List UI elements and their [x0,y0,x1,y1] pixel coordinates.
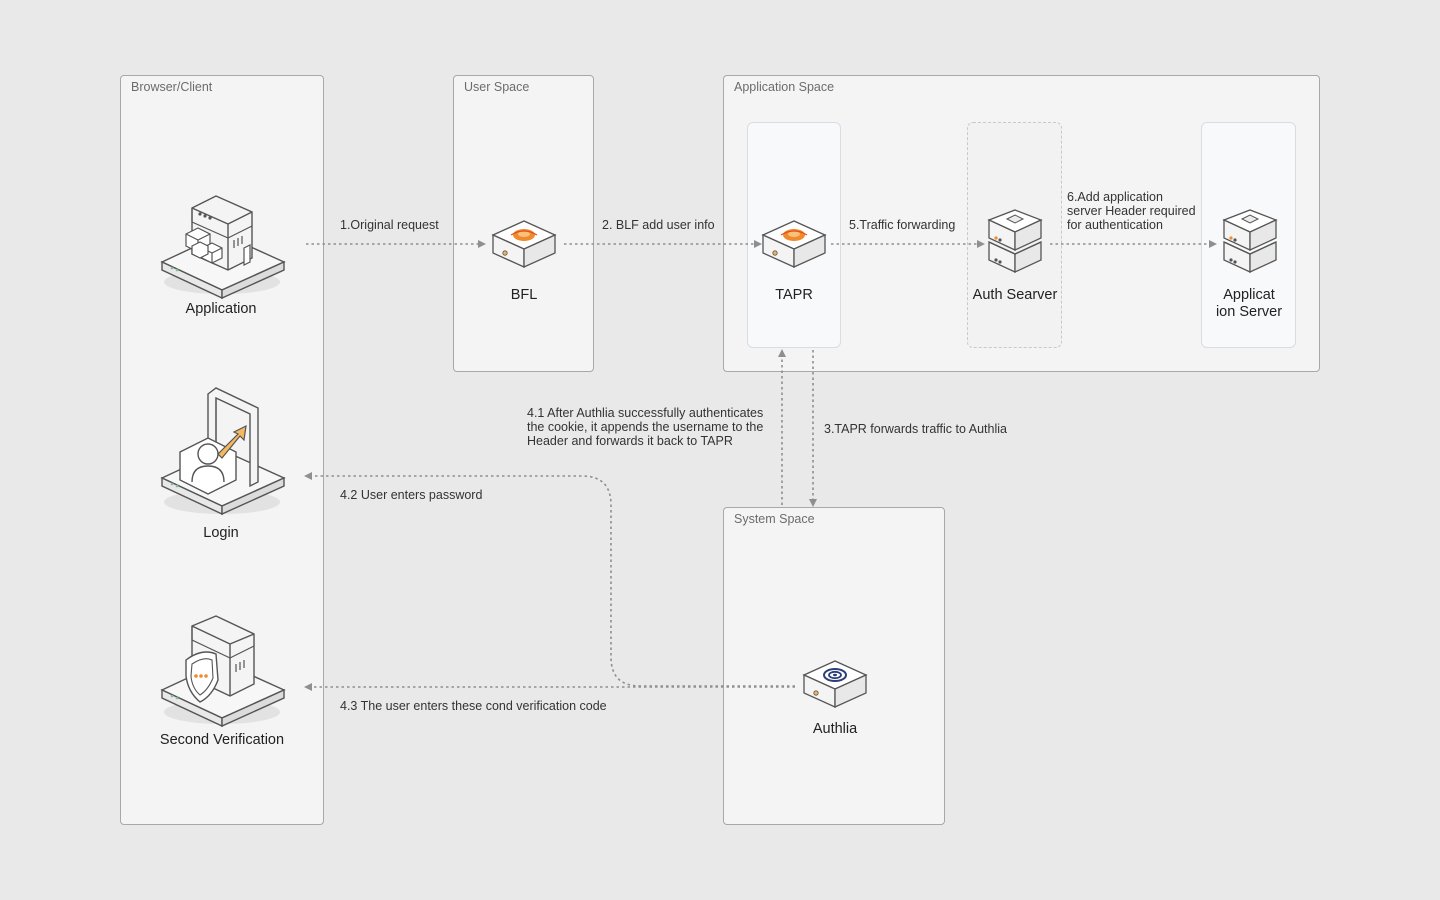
bfl-gateway-device-icon [491,220,557,269]
edge-4-2-arrow [304,472,795,687]
auth-server-stack-icon [987,209,1043,274]
application-label: Application [185,301,257,317]
edge-5-label: 5.Traffic forwarding [849,218,956,232]
login-label: Login [203,525,239,541]
bfl-label: BFL [510,287,538,303]
authlia-device-icon [802,660,868,709]
edge-2-label: 2. BLF add user info [602,218,715,232]
login-door-icon [160,387,286,516]
auth-server-label: Auth Searver [972,287,1058,303]
edge-4-2-label: 4.2 User enters password [340,488,483,502]
tapr-gateway-device-icon [761,220,827,269]
authlia-label: Authlia [812,721,858,737]
user-space-zone-title: User Space [462,80,532,94]
system-space-zone-title: System Space [732,512,817,526]
second-verification-label: Second Verification [159,732,285,748]
edge-4-3-label: 4.3 The user enters these cond verificat… [340,699,607,713]
app-server-stack-icon [1222,209,1278,274]
edge-3-label: 3.TAPR forwards traffic to Authlia [824,422,1007,436]
edge-6-label: 6.Add application server Header required… [1067,190,1196,232]
application-space-zone-title: Application Space [732,80,837,94]
app-server-label: Applicat ion Server [1215,287,1283,320]
edge-4-1-label: 4.1 After Authlia successfully authentic… [527,406,764,448]
shield-verification-icon [160,615,286,728]
tapr-label: TAPR [775,287,813,303]
application-platform-icon [160,195,286,300]
browser-client-zone-title: Browser/Client [129,80,215,94]
edge-1-label: 1.Original request [340,218,439,232]
